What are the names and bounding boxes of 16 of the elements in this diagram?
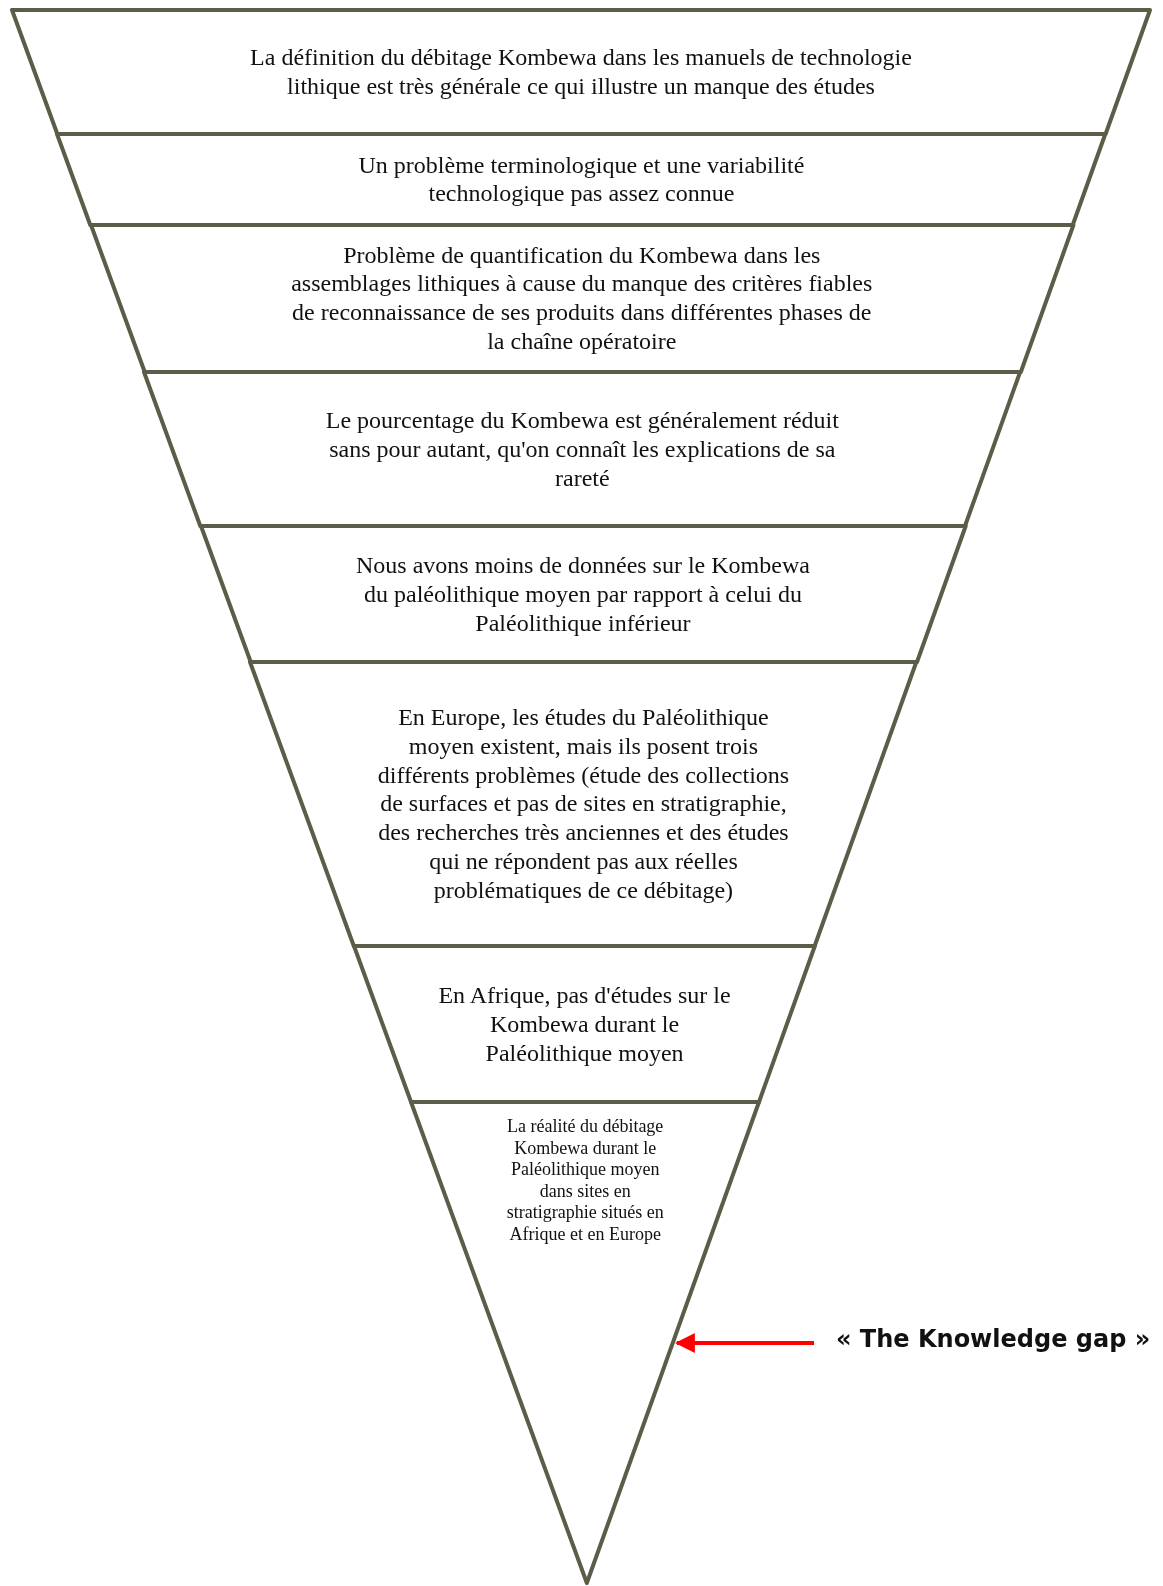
pyramid-band	[200, 526, 966, 662]
pyramid-band	[354, 946, 815, 1102]
pyramid-band	[12, 10, 1150, 134]
callout-text: « The Knowledge gap »	[836, 1325, 1151, 1353]
arrow	[674, 1333, 814, 1353]
band-text: En Afrique, pas d'études sur le Kombewa durant le Paléolithique moyen	[437, 980, 732, 1068]
band-text: La définition du débitage Kombewa dans les manuels de technologie lithique est très générale ce qui illustre un manque des études	[249, 43, 913, 101]
pyramid-band	[57, 134, 1106, 225]
pyramid-band	[144, 372, 1021, 526]
band-text: Un problème terminologique et une variabilité technologique pas assez connue	[357, 150, 806, 209]
band-text: Nous avons moins de données sur le Kombewa du paléolithique moyen par rapport à celui du Paléolithique inférieur	[355, 550, 811, 638]
band-text: La réalité du débitage Kombewa durant le Paléolithique moyen dans sites en stratigraphie situés en Afrique et en Europe	[505, 1116, 665, 1246]
band-text: Problème de quantification du Kombewa dans les assemblages lithiques à cause du manque des critères fiables de reconnaissance de ses produits dans différentes phases de la chaîne opératoire	[290, 240, 874, 357]
band-text: En Europe, les études du Paléolithique moyen existent, mais ils posent trois différents problèmes (étude des collections de surfaces et pas de sites en stratigraphie, des recherches très anciennes et des études qui ne répondent pas aux réelles problématiques de ce débitage)	[376, 703, 791, 905]
pyramid-band	[90, 225, 1074, 372]
band-text: Le pourcentage du Kombewa est généralement réduit sans pour autant, qu'on connaît les explications de sa rareté	[324, 405, 840, 493]
